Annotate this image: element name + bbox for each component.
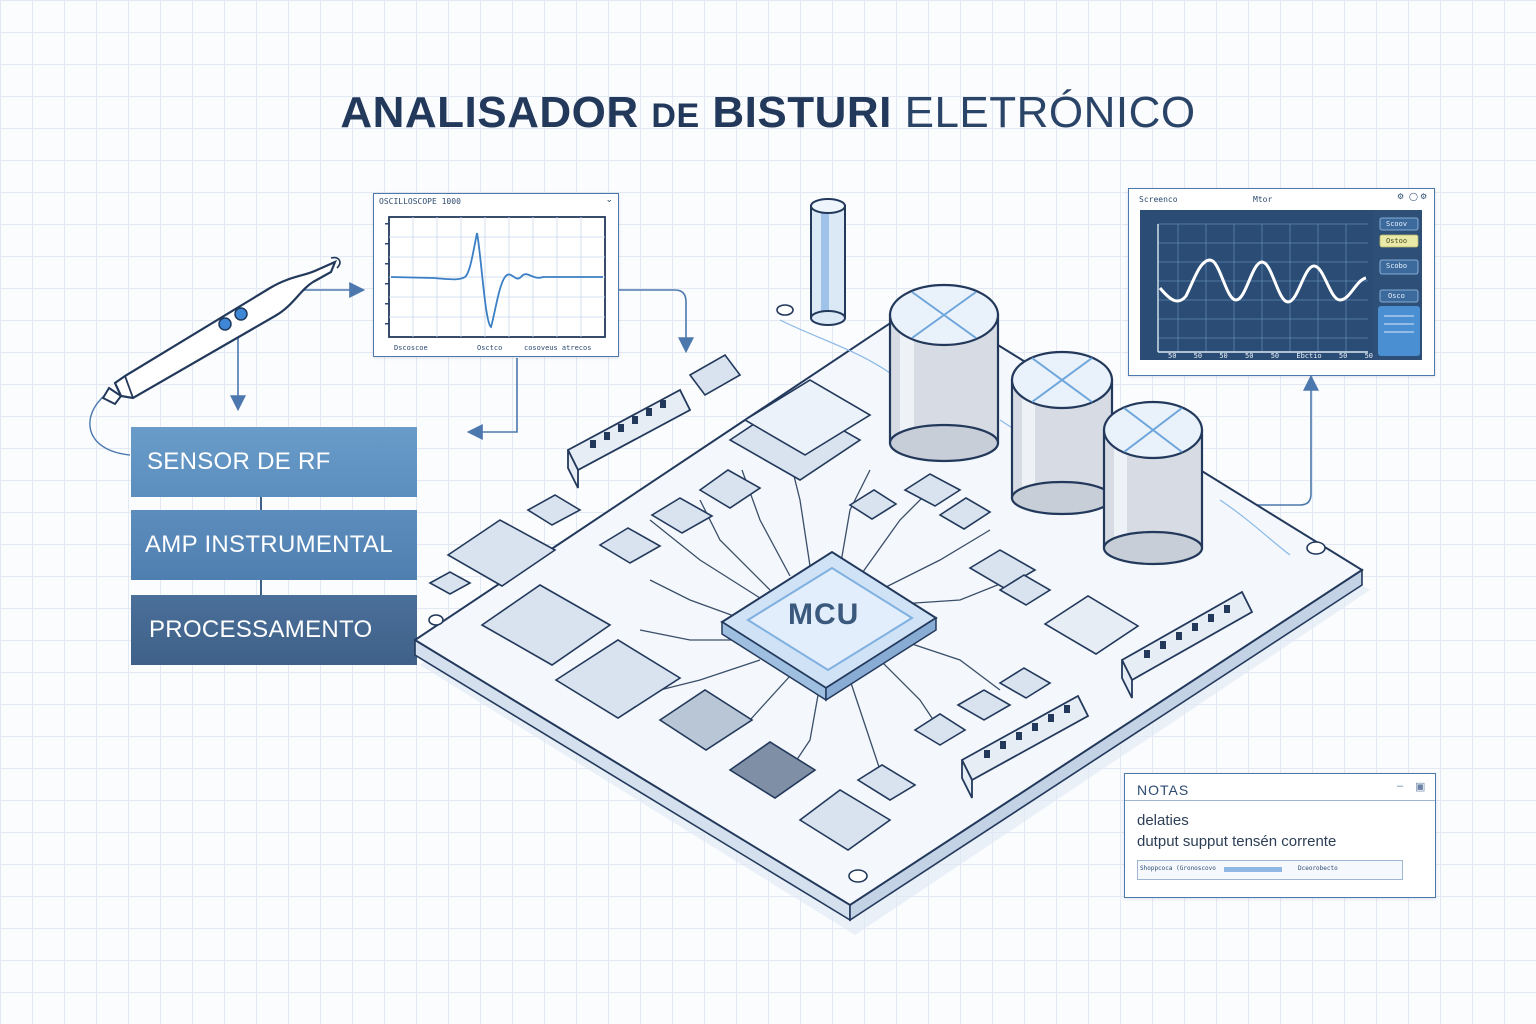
smd-components [428, 353, 1140, 851]
capacitor [888, 283, 1000, 463]
monitor-screen [1140, 210, 1422, 360]
scope-to-board-arrow [618, 289, 694, 354]
tall-cylinder-component [810, 198, 846, 326]
block-proc-label: PROCESSAMENTO [149, 616, 373, 643]
title-word-3: BISTURI [712, 88, 892, 137]
mounting-hole [1306, 541, 1326, 555]
notes-panel[interactable]: NOTAS – ▣ delaties dutput supput tensén … [1124, 773, 1436, 898]
maximize-icon[interactable]: ◯ [1409, 192, 1418, 201]
x-tick: 50 [1245, 352, 1254, 360]
x-tick: Ebctio [1296, 352, 1322, 360]
notes-bar-left: Shoppcoca (Gronoscovo [1140, 865, 1216, 872]
page-title: ANALISADOR DE BISTURI ELETRÓNICO [0, 88, 1536, 138]
notes-bar-highlight [1224, 867, 1282, 872]
x-tick: 50 [1193, 352, 1203, 360]
capacitor [1102, 400, 1204, 566]
mounting-hole [776, 304, 794, 316]
x-tick: 50 [1168, 352, 1177, 360]
expand-icon[interactable]: ▣ [1415, 781, 1426, 793]
scope-footer-mid: Osctco [477, 344, 503, 352]
oscilloscope-waveform [390, 232, 603, 329]
block-amp-label: AMP INSTRUMENTAL [145, 531, 393, 558]
notes-line-2: dutput supput tensén corrente [1137, 833, 1337, 850]
monitor-title-left: Screenco [1139, 195, 1178, 204]
x-tick: 50 [1338, 352, 1348, 360]
monitor-x-ticks: 50 50 50 50 50 Ebctio 50 50 [1168, 352, 1373, 360]
monitor-title-mid: Mtor [1253, 195, 1273, 204]
oscilloscope-title: OSCILLOSCOPE 1000 [379, 197, 461, 206]
mounting-hole [848, 869, 868, 883]
monitor-button-2[interactable]: Ostoo [1386, 237, 1408, 245]
header-connector [566, 388, 1254, 799]
settings-icon[interactable]: ⚙ [1397, 192, 1405, 201]
monitor-waveform [1158, 258, 1367, 304]
x-tick: 50 [1270, 352, 1280, 360]
block-amp-instrumental[interactable]: AMP INSTRUMENTAL [131, 510, 417, 580]
monitor-button-3[interactable]: Scobo [1386, 262, 1408, 270]
close-icon[interactable]: ⚙ [1420, 192, 1428, 201]
mcu-chip [720, 550, 938, 702]
scope-footer-left: Dscoscoe [394, 344, 428, 352]
monitor-button-4[interactable]: Osco [1388, 292, 1405, 300]
mcu-label: MCU [788, 598, 860, 631]
oscilloscope-screen [385, 216, 606, 338]
notes-line-1: delaties [1137, 812, 1189, 829]
block-sensor-rf[interactable]: SENSOR DE RF [131, 427, 417, 497]
notes-title: NOTAS [1137, 782, 1190, 798]
notes-bar-right: Dceorobecto [1298, 865, 1338, 872]
title-word-1: ANALISADOR [340, 88, 639, 137]
electrosurgical-probe-icon [101, 256, 341, 406]
chevron-down-icon[interactable]: ⌄ [605, 194, 613, 204]
minimize-icon[interactable]: – [1397, 780, 1404, 792]
notes-divider [1125, 800, 1435, 801]
board-to-monitor-arrow [1215, 374, 1319, 506]
notes-input-bar[interactable]: Shoppcoca (Gronoscovo Dceorobecto [1137, 860, 1403, 880]
block-processamento[interactable]: PROCESSAMENTO [131, 595, 417, 665]
scope-to-sensor-arrow [466, 358, 518, 440]
monitor-button-1[interactable]: Scoov [1386, 220, 1408, 228]
mounting-hole [428, 614, 444, 626]
x-tick: 50 [1219, 352, 1228, 360]
scope-footer-right: cosoveus atrecos [524, 344, 592, 352]
block-sensor-label: SENSOR DE RF [147, 448, 331, 475]
title-word-4: ELETRÓNICO [904, 88, 1196, 137]
x-tick: 50 [1364, 352, 1373, 360]
title-word-2: DE [651, 97, 700, 135]
capacitor [1010, 350, 1114, 516]
